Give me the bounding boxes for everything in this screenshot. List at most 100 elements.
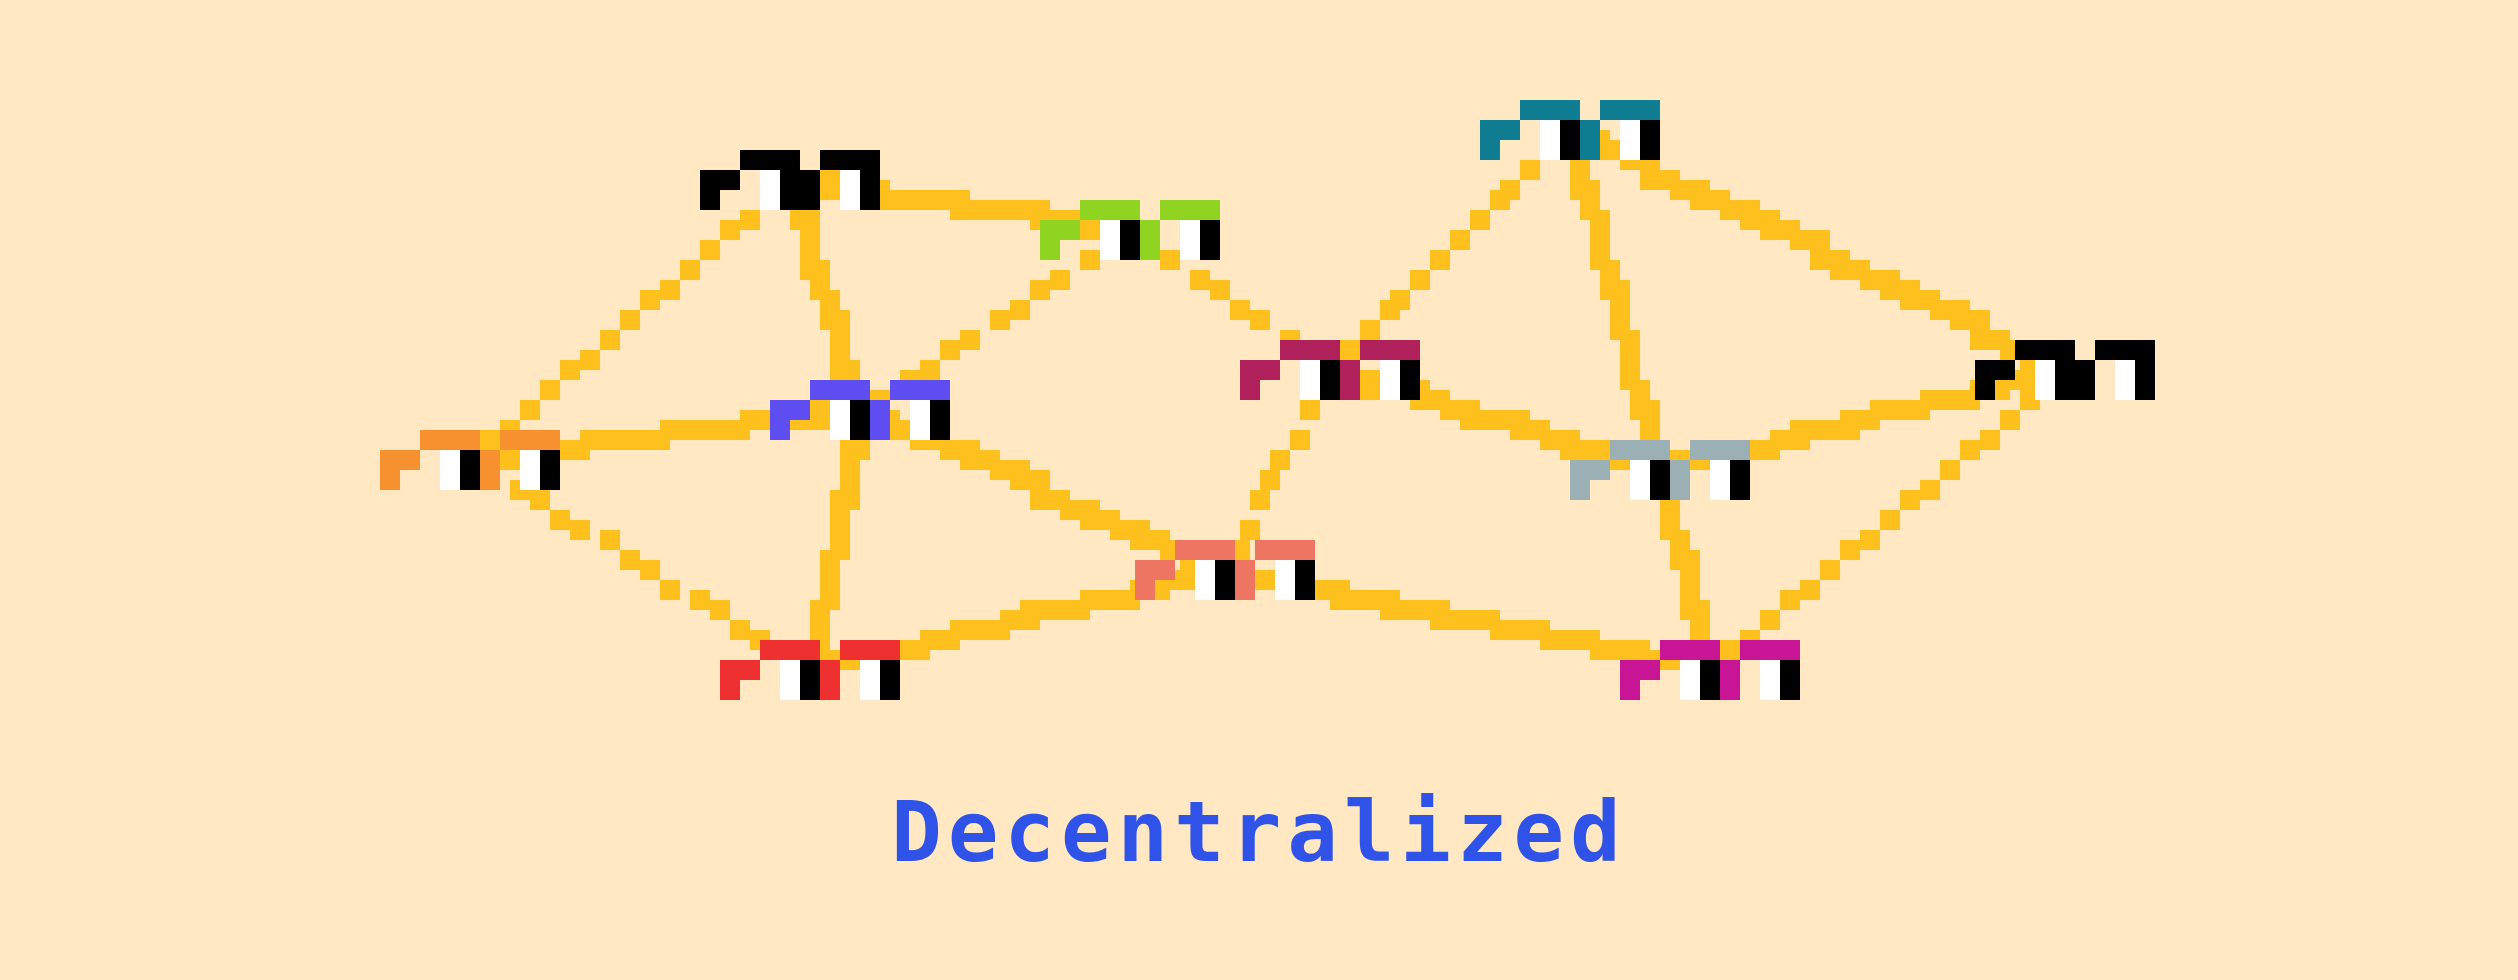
node-pixel: [1195, 580, 1215, 600]
node-pixel: [720, 660, 740, 680]
node-pixel: [1235, 580, 1255, 600]
node-pixel: [1300, 380, 1320, 400]
node-pixel: [1480, 140, 1500, 160]
node-pixel: [1215, 580, 1235, 600]
node-pixel: [1620, 660, 1640, 680]
node-pixel: [2115, 380, 2135, 400]
node-pixel: [2075, 360, 2095, 380]
node-pixel: [930, 420, 950, 440]
node-pixel: [800, 660, 820, 680]
node-pixel: [830, 400, 850, 420]
node-pixel: [2055, 360, 2075, 380]
link-segment: [660, 580, 680, 600]
link-segment: [1160, 250, 1180, 270]
node-pixel: [800, 170, 820, 190]
node-black-left: [700, 150, 880, 210]
node-pixel: [860, 660, 880, 680]
node-pixel: [1320, 380, 1340, 400]
node-pixel: [1100, 220, 1120, 240]
node-pixel: [1295, 560, 1315, 580]
node-pixel: [1180, 200, 1200, 220]
link-segment: [990, 310, 1010, 330]
links-layer: [450, 110, 2090, 690]
node-pixel: [1570, 480, 1590, 500]
link-segment: [1880, 510, 1900, 530]
node-pixel: [540, 450, 560, 470]
node-pixel: [1620, 120, 1640, 140]
node-pixel: [540, 470, 560, 490]
link-segment: [690, 590, 710, 610]
node-pixel: [1780, 680, 1800, 700]
node-pixel: [740, 660, 760, 680]
node-pixel: [770, 420, 790, 440]
node-pixel: [820, 660, 840, 680]
link-segment: [1010, 470, 1050, 490]
node-pixel: [860, 680, 880, 700]
link-segment: [1900, 490, 1920, 510]
link-segment: [920, 360, 940, 380]
node-pixel: [890, 380, 910, 400]
node-pixel: [1260, 360, 1280, 380]
node-pixel: [1995, 360, 2015, 380]
link-segment: [1390, 290, 1410, 310]
node-pixel: [1670, 480, 1690, 500]
node-pixel: [800, 640, 820, 660]
node-pixel: [910, 400, 930, 420]
node-purple: [770, 380, 950, 440]
node-red: [720, 640, 900, 700]
node-pixel: [1975, 360, 1995, 380]
node-pixel: [1610, 440, 1630, 460]
node-pixel: [2135, 380, 2155, 400]
node-pixel: [1155, 560, 1175, 580]
node-pixel: [1710, 440, 1730, 460]
node-pixel: [1120, 220, 1140, 240]
node-pixel: [870, 420, 890, 440]
node-pixel: [1640, 100, 1660, 120]
node-pixel: [440, 430, 460, 450]
node-pixel: [2035, 360, 2055, 380]
link-segment: [1950, 310, 1990, 330]
node-pixel: [800, 190, 820, 210]
node-pixel: [1650, 460, 1670, 480]
node-pixel: [1195, 540, 1215, 560]
link-segment: [720, 220, 740, 240]
node-pixel: [1780, 640, 1800, 660]
link-segment: [1210, 280, 1230, 300]
node-pixel: [1400, 380, 1420, 400]
node-pixel: [1640, 120, 1660, 140]
node-pixel: [760, 170, 780, 190]
node-pixel: [880, 660, 900, 680]
node-pixel: [1400, 340, 1420, 360]
node-pixel: [850, 420, 870, 440]
node-pixel: [520, 450, 540, 470]
node-pixel: [460, 430, 480, 450]
link-segment: [620, 310, 640, 330]
node-pixel: [1680, 680, 1700, 700]
link-segment: [520, 400, 540, 420]
node-pixel: [1480, 120, 1500, 140]
node-pixel: [1380, 380, 1400, 400]
node-pixel: [1560, 120, 1580, 140]
link-segment: [550, 510, 570, 530]
node-pixel: [830, 380, 850, 400]
node-pixel: [2115, 360, 2135, 380]
node-pixel: [1295, 580, 1315, 600]
node-black-right: [1975, 340, 2155, 400]
node-pixel: [1200, 220, 1220, 240]
node-pixel: [820, 150, 840, 170]
link-segment: [1980, 430, 2000, 450]
link-segment: [1800, 580, 1820, 600]
node-pixel: [1255, 540, 1275, 560]
node-pixel: [1320, 360, 1340, 380]
node-teal: [1480, 100, 1660, 160]
node-pixel: [1320, 340, 1340, 360]
node-pixel: [2055, 340, 2075, 360]
link-segment: [1050, 270, 1070, 290]
node-pixel: [840, 190, 860, 210]
node-pixel: [1275, 540, 1295, 560]
link-segment: [1790, 230, 1830, 250]
node-pixel: [1680, 660, 1700, 680]
node-pixel: [1120, 200, 1140, 220]
